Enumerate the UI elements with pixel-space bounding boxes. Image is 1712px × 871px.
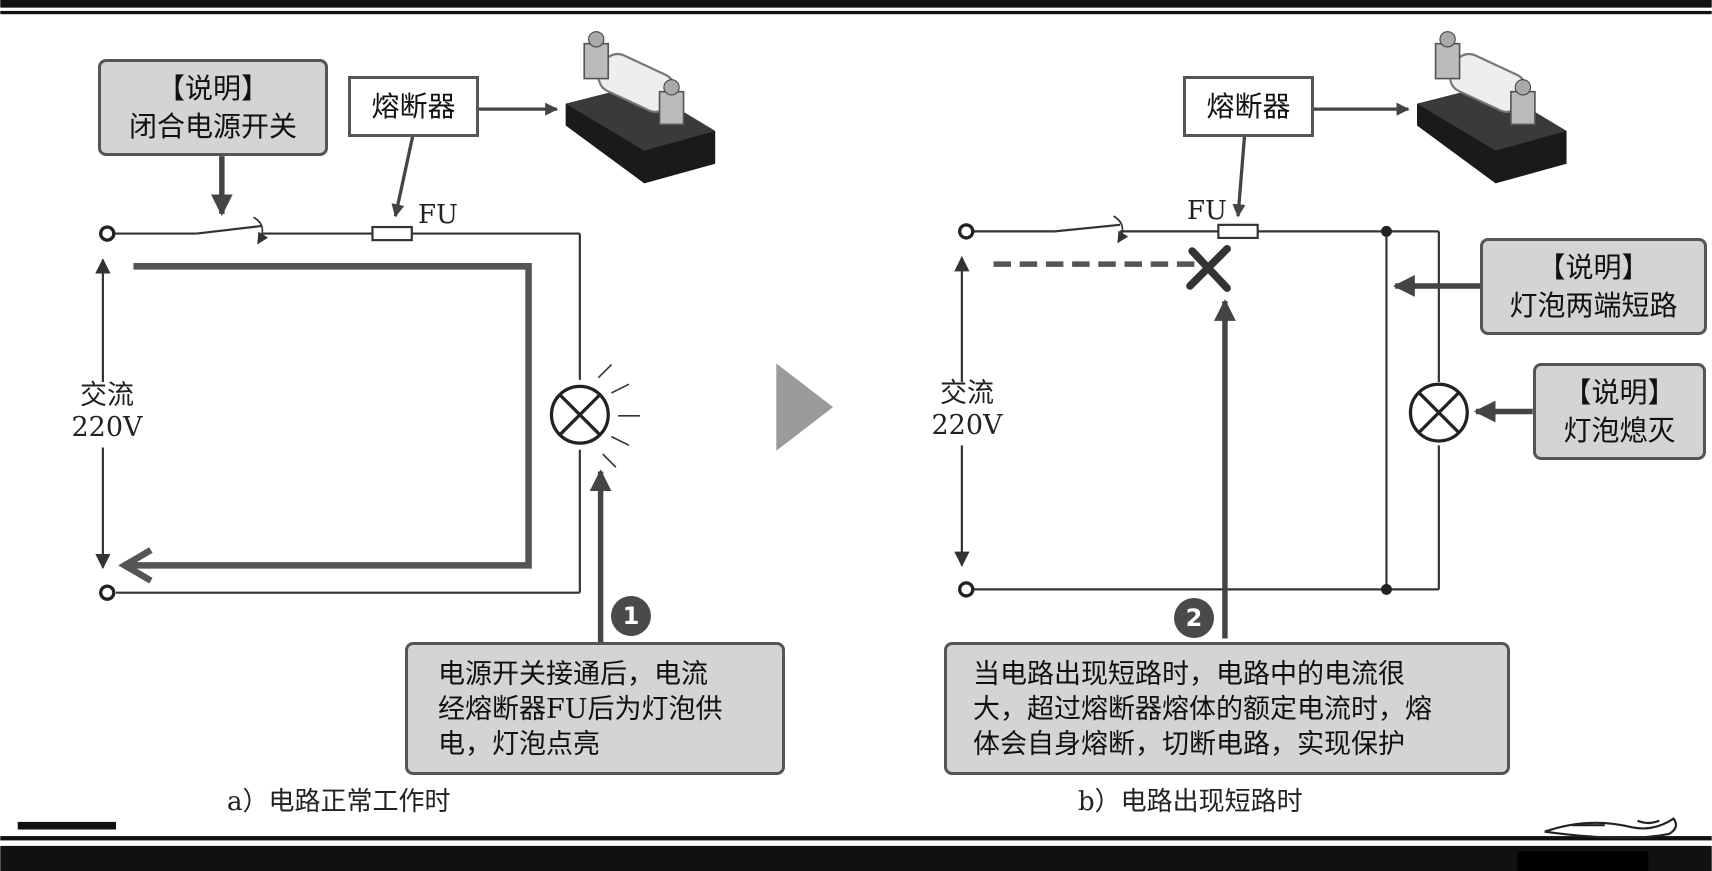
- bottom-left-tab: [17, 821, 116, 830]
- left-source-line1: 交流: [80, 380, 134, 411]
- left-fuse-label: 熔断器: [371, 90, 456, 123]
- fuse-symbol: [371, 225, 413, 242]
- right-short-note-text: 灯泡两端短路: [1509, 289, 1678, 322]
- right-lamp-note-box: 【说明】 灯泡熄灭: [1533, 363, 1706, 460]
- fuse-symbol: [1217, 223, 1259, 240]
- broken-fuse-x-icon: [1186, 245, 1231, 292]
- left-circuit: [114, 216, 581, 594]
- junction-dot-bottom: [1381, 583, 1392, 595]
- left-source-label: 交流 220V: [66, 380, 148, 444]
- left-description-box: 电源开关接通后，电流 经熔断器FU后为灯泡供 电，灯泡点亮: [405, 642, 785, 775]
- terminal-bottom: [99, 584, 116, 601]
- terminal-top: [99, 225, 116, 242]
- switch-icon: [1054, 223, 1121, 233]
- bottom-rule-thin: [0, 836, 1712, 841]
- right-description-line1: 当电路出现短路时，电路中的电流很: [973, 659, 1405, 690]
- right-lamp-note-text: 灯泡熄灭: [1563, 414, 1676, 447]
- fuse-photo-icon: [565, 31, 716, 184]
- left-caption: a）电路正常工作时: [227, 787, 451, 817]
- top-rule: [0, 0, 1712, 8]
- lamp-icon: [1408, 382, 1469, 443]
- right-source-line2: 220V: [931, 410, 1003, 441]
- left-note-title: 【说明】: [156, 72, 269, 105]
- bottom-rule: [0, 845, 1712, 871]
- switch-icon: [196, 224, 263, 235]
- right-fuse-label: 熔断器: [1206, 90, 1291, 123]
- right-short-note-title: 【说明】: [1537, 251, 1650, 284]
- current-path: [129, 263, 532, 569]
- arrow-right-icon: [776, 363, 834, 451]
- terminal-bottom: [958, 581, 975, 598]
- left-note-box: 【说明】 闭合电源开关: [98, 59, 328, 156]
- junction-dot-top: [1381, 225, 1392, 237]
- right-fuse-label-box: 熔断器: [1183, 76, 1314, 137]
- fuse-label-arrow: [1232, 135, 1247, 218]
- bottom-right-tab: [1517, 851, 1649, 871]
- light-rays: [597, 363, 640, 468]
- right-description-line3: 体会自身熔断，切断电路，实现保护: [973, 729, 1405, 760]
- left-description-line3: 电，灯泡点亮: [438, 729, 600, 760]
- left-fu-label: FU: [418, 200, 458, 230]
- right-description-box: 当电路出现短路时，电路中的电流很 大，超过熔断器熔体的额定电流时，熔 体会自身熔…: [944, 642, 1510, 775]
- right-description-line2: 大，超过熔断器熔体的额定电流时，熔: [973, 694, 1432, 725]
- fuse-label-arrow: [391, 134, 415, 218]
- left-source-line2: 220V: [71, 412, 143, 443]
- current-arrowhead: [118, 547, 153, 584]
- right-source-label: 交流 220V: [926, 378, 1008, 442]
- left-description-line1: 电源开关接通后，电流: [438, 659, 708, 690]
- step-badge-2: 2: [1174, 598, 1214, 638]
- right-short-note-box: 【说明】 灯泡两端短路: [1480, 238, 1707, 335]
- right-source-line1: 交流: [940, 378, 994, 409]
- right-circuit: [973, 215, 1440, 591]
- fuse-photo-icon: [1417, 31, 1567, 184]
- lamp-icon: [549, 384, 610, 445]
- corner-ornament-icon: [1544, 817, 1678, 839]
- right-lamp-note-title: 【说明】: [1563, 376, 1676, 409]
- left-note-text: 闭合电源开关: [128, 110, 297, 143]
- top-rule-thin: [0, 10, 1712, 15]
- right-fu-label: FU: [1187, 196, 1227, 226]
- terminal-top: [958, 223, 975, 240]
- left-description-line2: 经熔断器FU后为灯泡供: [438, 694, 723, 725]
- right-caption: b）电路出现短路时: [1078, 787, 1303, 817]
- step-badge-1: 1: [611, 596, 651, 636]
- left-fuse-label-box: 熔断器: [348, 76, 479, 137]
